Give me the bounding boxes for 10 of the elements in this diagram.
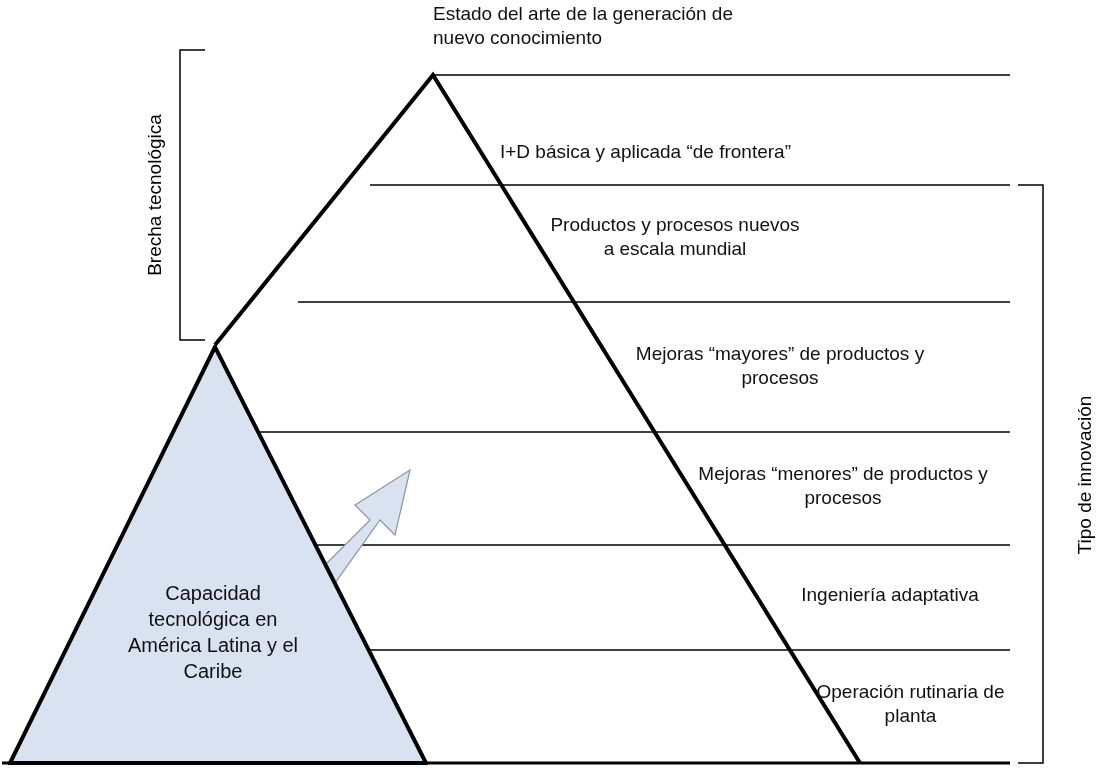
axis-label: Tipo de innovación	[1073, 395, 1096, 555]
level-label: Mejoras “menores” de productos y procesos	[698, 462, 988, 510]
level-label: Operación rutinaria de planta	[815, 680, 1006, 728]
level-label: Ingeniería adaptativa	[800, 583, 980, 607]
heading-text: Estado del arte de la generación de nuevo conocimiento	[433, 2, 734, 50]
axis-label: Brecha tecnológica	[143, 114, 166, 276]
node-text: Capacidad tecnológica en América Latina y el Caribe	[126, 581, 300, 684]
level-label: Productos y procesos nuevos a escala mundial	[549, 213, 801, 261]
level-label: I+D básica y aplicada “de frontera”	[500, 140, 792, 164]
level-label: Mejoras “mayores” de productos y procesos	[634, 342, 926, 390]
